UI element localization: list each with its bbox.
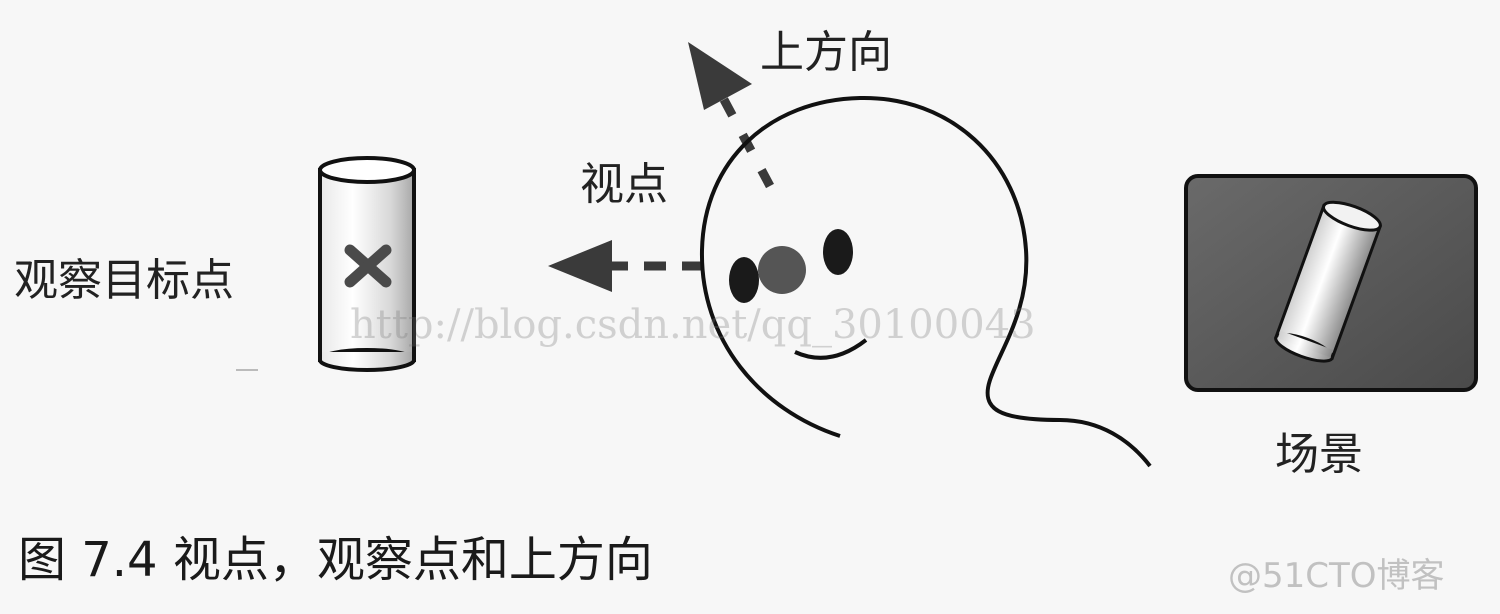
look-at-point-label: 观察目标点: [14, 255, 234, 306]
figure-caption: 图 7.4 视点，观察点和上方向: [18, 532, 653, 588]
up-direction-label: 上方向: [760, 27, 892, 78]
head-outline: [699, 95, 1152, 468]
url-watermark: http://blog.csdn.net/qq_30100043: [350, 302, 1036, 348]
view-direction-arrow: [548, 240, 712, 292]
viewpoint-label: 视点: [580, 159, 668, 210]
left-eye: [729, 257, 759, 303]
smile: [794, 338, 868, 360]
right-eye: [823, 229, 853, 275]
viewpoint-dot: [758, 246, 806, 294]
target-x-mark: [344, 244, 392, 288]
target-cylinder: [318, 156, 416, 372]
corner-watermark: @51CTO博客: [1228, 556, 1445, 596]
scene-label: 场景: [1275, 429, 1363, 480]
scene-cylinder: [1273, 200, 1383, 363]
